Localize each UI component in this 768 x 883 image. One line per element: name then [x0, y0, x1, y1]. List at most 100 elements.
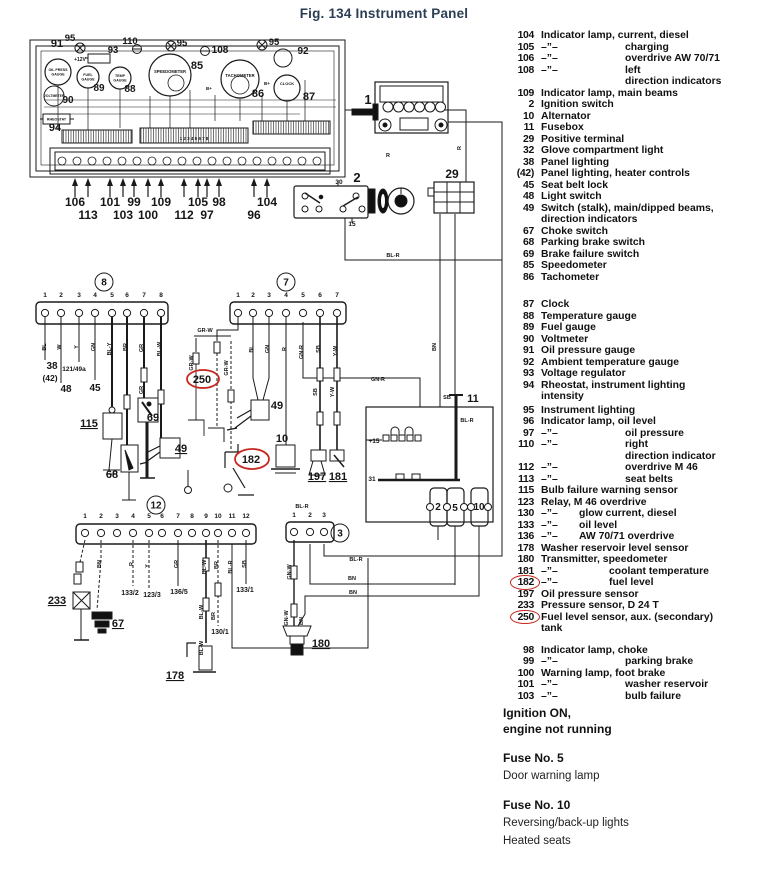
legend-item-99: 99–”–parking brake: [503, 656, 768, 668]
component-49-stalk-switch-left: [139, 437, 181, 465]
diagram-label: GR-W: [197, 328, 213, 334]
pin-number: 2: [59, 292, 63, 299]
pin-number: 1: [236, 292, 240, 299]
pin-number: 8: [190, 513, 194, 520]
plug-pin: [162, 156, 172, 166]
legend-text: –”–: [541, 577, 558, 588]
diagram-label: BL: [42, 343, 48, 351]
decorative-repeats: [57, 101, 492, 527]
pin-number: 7: [335, 292, 339, 299]
plug-pin: [87, 156, 97, 166]
connector-3-id: 3: [337, 529, 343, 540]
figure-title: Fig. 134 Instrument Panel: [299, 6, 469, 21]
plug-pin: [207, 156, 217, 166]
plug-pin: [72, 156, 82, 166]
ground-symbol-icon: [184, 486, 192, 494]
diagram-label: 45: [89, 383, 101, 394]
diagram-label: 182: [242, 454, 260, 466]
plug-pin: [297, 156, 307, 166]
diagram-label: BL-W: [202, 559, 208, 574]
fuse-section-title: Fuse No. 10: [503, 798, 571, 812]
legend-number: 109: [517, 87, 535, 99]
plug-pin: [57, 156, 67, 166]
legend-number: 233: [517, 600, 535, 611]
diagram-label: B+: [264, 81, 270, 86]
diagram-label: (42): [42, 373, 57, 383]
legend-number: 32: [523, 145, 534, 156]
pin: [74, 308, 84, 318]
legend-item-181: 181–”–coolant temperature: [503, 566, 768, 578]
connector-7-id: 7: [283, 278, 289, 289]
pin-number: 3: [322, 512, 326, 519]
component-67-choke-switch: [91, 611, 113, 634]
legend-number: 68: [523, 237, 534, 248]
diagram-label: 98: [212, 195, 226, 209]
legend-text: Voltage regulator: [541, 368, 626, 379]
legend-number: 181: [517, 565, 535, 577]
diagram-label: 38: [46, 361, 58, 372]
pin-number: 7: [142, 292, 146, 299]
pin-number: 9: [204, 513, 208, 520]
legend-text: –”–: [541, 439, 558, 450]
diagram-label: TEMP: [115, 74, 126, 78]
pin-number: 2: [99, 513, 103, 520]
legend-number: 130: [517, 508, 535, 519]
legend-subtext: washer reservoir: [625, 679, 709, 690]
legend-text: –”–: [541, 427, 558, 439]
bulb-icon: [74, 39, 268, 54]
diagram-label: CLOCK: [280, 81, 294, 86]
diagram-label: BL-W: [199, 604, 205, 619]
legend-number: 2: [528, 99, 535, 110]
legend-text: Light switch: [541, 191, 602, 202]
legend-text: –”–: [541, 64, 558, 76]
symbol-108-icon: [200, 46, 210, 56]
pin: [241, 528, 251, 538]
positive-terminal: [427, 181, 475, 214]
harness-arrows: [72, 178, 270, 197]
legend-number: 10: [523, 110, 534, 122]
legend-number: 94: [523, 379, 534, 391]
legend-number: 182: [503, 575, 540, 589]
connector-hole: [393, 101, 404, 113]
legend-number: 180: [517, 554, 535, 565]
component-1-connector: [351, 81, 449, 134]
legend-item-136: 136–”–AW 70/71 overdrive: [503, 531, 768, 543]
diagram-label: SB: [313, 388, 319, 396]
legend-item-182: 182–”–fuel level: [503, 575, 768, 589]
diagram-label: B+: [206, 86, 212, 91]
legend-subtext: overdrive AW 70/71: [625, 53, 720, 64]
red-circle-marks: [186, 369, 270, 470]
diagram-label: GR: [139, 344, 145, 352]
legend-subtext: parking brake: [625, 656, 694, 667]
diagram-label: 85: [191, 60, 203, 72]
legend-text: Fuel level sensor, aux. (secondary): [541, 611, 714, 623]
legend-number: 108: [517, 64, 535, 76]
diagram-label: 29: [445, 167, 459, 181]
diagram-label: 96: [247, 208, 261, 222]
legend-text: Choke switch: [541, 225, 608, 237]
diagram-label: 105: [188, 195, 208, 209]
components: [72, 397, 345, 673]
diagram-label: R: [457, 146, 463, 150]
legend-number: 87: [523, 299, 534, 310]
cluster-plug-row: [54, 151, 326, 171]
legend-number: 67: [523, 225, 534, 237]
pin-number: 3: [267, 292, 271, 299]
diagram-label: 69: [147, 412, 159, 424]
plug-pin: [132, 156, 142, 166]
legend-item-112: 112–”–overdrive M 46: [503, 462, 768, 474]
legend-item-103: 103–”–bulb failure: [503, 691, 768, 703]
pin: [90, 308, 100, 318]
